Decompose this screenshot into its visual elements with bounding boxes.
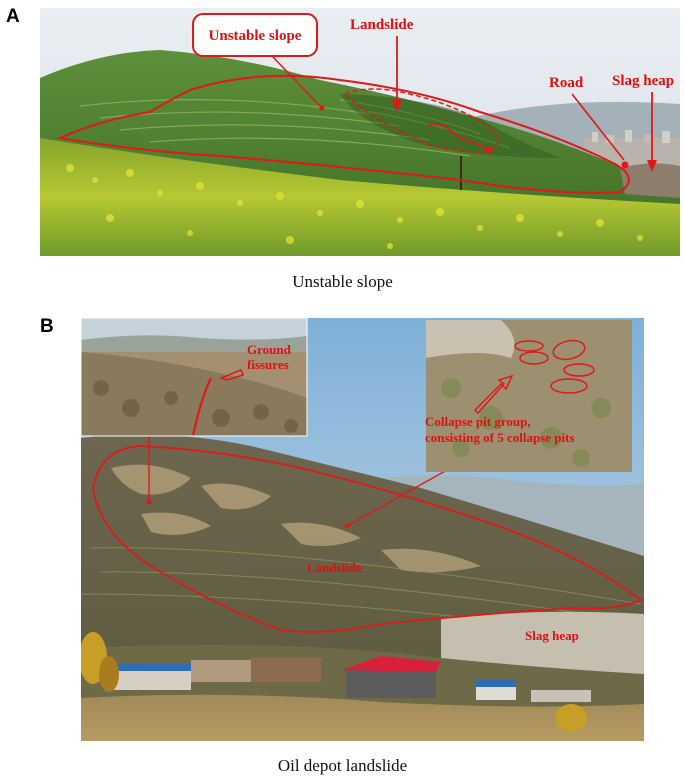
panel-b-caption: Oil depot landslide [277, 756, 408, 775]
landslide-arrow [392, 36, 402, 112]
buildings [111, 656, 591, 702]
vegetation-patch [340, 94, 560, 158]
rapeseed-field [40, 138, 680, 256]
panel-b-photo: Ground fissures Collapse p [81, 318, 644, 741]
slag-heap-arrow [647, 92, 657, 172]
label-ground-fissures-2: fissures [247, 357, 289, 372]
panel-a-caption: Unstable slope [292, 272, 393, 291]
landslide-scarp [427, 122, 489, 151]
label-collapse-2: consisting of 5 collapse pits [425, 430, 575, 445]
panel-b-scene: Ground fissures Collapse p [81, 318, 644, 741]
landslide-dot [485, 146, 493, 154]
landslide-outline-b [92, 445, 643, 633]
collapse-leader [346, 469, 448, 527]
label-landslide-a: Landslide [350, 17, 414, 33]
label-road: Road [549, 75, 584, 91]
label-slag-heap-a: Slag heap [612, 73, 674, 89]
trees [81, 632, 587, 732]
inset-ground-fissures [81, 318, 308, 437]
panel-a-scene: Unstable slope Landslide Road Slag heap [40, 8, 680, 256]
foreground-brush [81, 694, 644, 741]
landslide-outline [343, 88, 499, 153]
inset-collapse-pits [426, 320, 632, 472]
panel-a-photo: Unstable slope Landslide Road Slag heap [40, 8, 680, 256]
label-ground-fissures-1: Ground [247, 342, 292, 357]
collapse-pits [514, 339, 595, 394]
road-dot [621, 161, 629, 169]
panel-a-letter: A [6, 6, 20, 27]
label-unstable-slope: Unstable slope [209, 28, 302, 44]
unstable-slope-outline [56, 74, 630, 194]
rapeseed-flowers [66, 164, 643, 249]
road-arrow [571, 93, 625, 161]
fissure-dot [146, 499, 152, 505]
slag-heap [620, 163, 680, 198]
label-collapse-1: Collapse pit group, [425, 414, 531, 429]
panel-b-letter: B [40, 316, 54, 337]
unstable-slope-callout [192, 13, 325, 111]
label-slag-heap-b: Slag heap [525, 628, 579, 643]
label-landslide-b: Landslide [307, 560, 362, 575]
eroded-scars [111, 464, 481, 573]
